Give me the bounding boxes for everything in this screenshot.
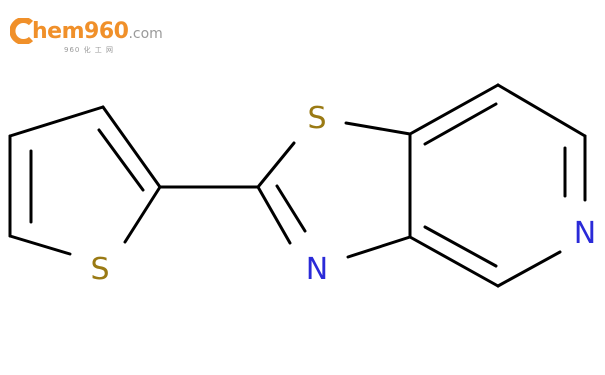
logo-wordmark: hem960.com — [32, 20, 163, 46]
logo-main-text: hem960 — [32, 19, 129, 44]
bond-thiazole-s-c7a — [344, 121, 412, 136]
bond-pyridine-c7a-c7-inner — [423, 102, 498, 146]
bond-thiophene-c5-s — [8, 234, 72, 256]
bond-pyridine-c7a-c7 — [408, 83, 500, 136]
bond-thiazole-c2-n-inner — [275, 184, 307, 233]
bond-pyridine-n-c4 — [496, 250, 562, 288]
atom-nitrogen-pyridine: N — [574, 216, 596, 251]
bond-thiazole-c2-n — [256, 185, 292, 245]
atom-labels: S N N S — [90, 101, 596, 287]
atom-sulfur-thiophene: S — [90, 252, 109, 287]
bond-thiophene-c3-c2-inner — [97, 128, 145, 192]
chem960-logo: hem960.com 960 化 工 网 — [10, 14, 163, 54]
bond-thiophene-s-c2 — [123, 185, 162, 244]
bonds — [8, 83, 587, 288]
bond-pyridine-c4-c3a — [408, 235, 500, 288]
logo-c-icon — [10, 18, 34, 44]
bond-thiazole-n-c3a — [346, 235, 412, 259]
bond-pyridine-c4-c3a-inner — [423, 225, 498, 268]
bond-thiophene-c4-c3 — [8, 105, 105, 138]
atom-nitrogen-thiazole: N — [306, 252, 328, 287]
logo-suffix: .com — [128, 26, 163, 42]
bond-thiophene-c3-c2 — [101, 105, 162, 189]
atom-sulfur-thiazole: S — [307, 101, 326, 136]
logo-tagline: 960 化 工 网 — [64, 46, 115, 54]
bond-thiazole-c2-s — [256, 141, 296, 189]
bond-pyridine-c7-c6 — [496, 83, 587, 138]
